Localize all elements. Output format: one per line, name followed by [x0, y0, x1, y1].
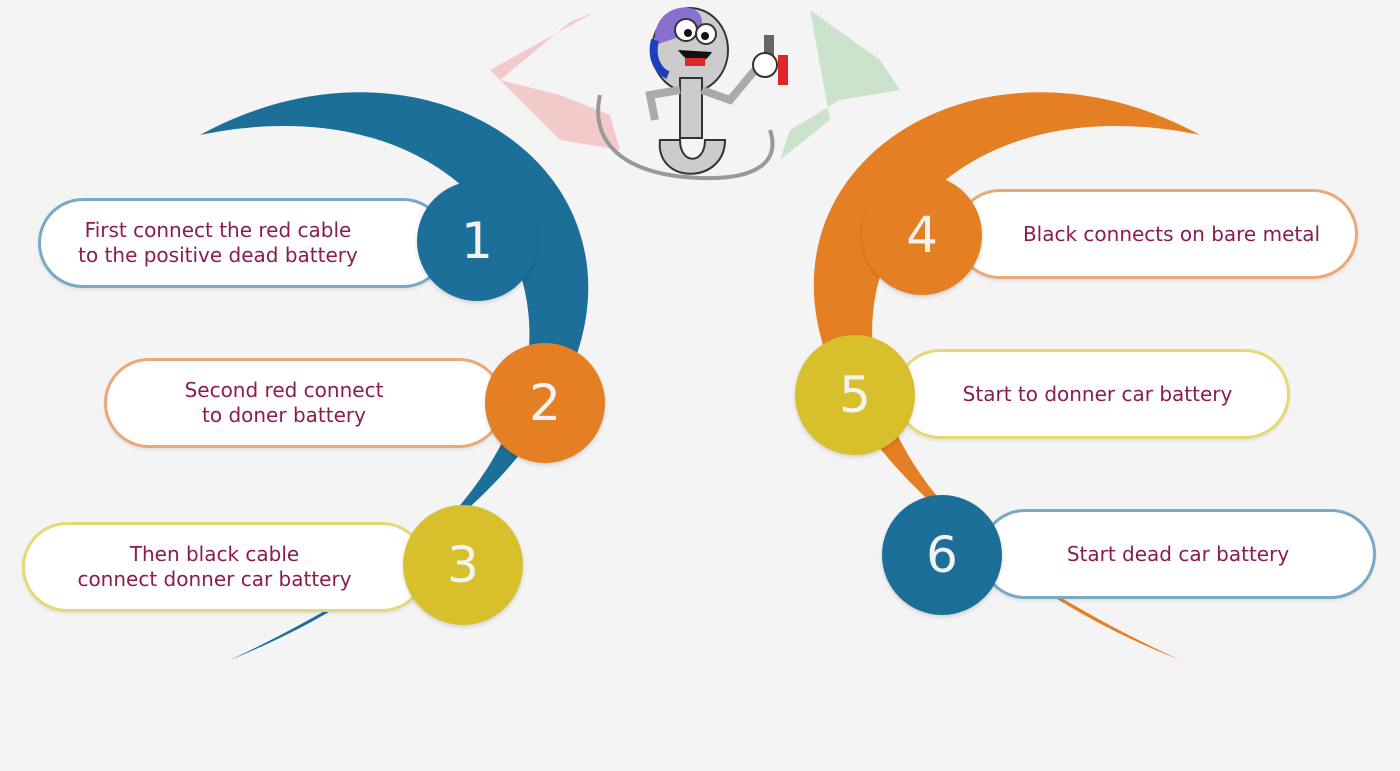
step-6-number-badge: 6 [882, 495, 1002, 615]
step-5-text-line: Start to donner car battery [962, 381, 1233, 406]
step-1-number-badge: 1 [417, 181, 537, 301]
green-car-silhouette [780, 10, 900, 160]
red-car-silhouette [490, 12, 620, 150]
step-5-number-badge: 5 [795, 335, 915, 455]
step-4-number-badge: 4 [862, 175, 982, 295]
step-3-text-line: Then black cable [129, 542, 300, 566]
step-2-text-line: Second red connect [184, 378, 384, 402]
robot-mascot [596, 7, 788, 181]
step-3-number-badge: 3 [403, 505, 523, 625]
step-1-text-line: to the positive dead battery [78, 243, 358, 267]
step-3-text-line: connect donner car battery [77, 567, 352, 591]
step-4-text-line: Black connects on bare metal [1022, 221, 1321, 246]
step-2-text-line: to doner battery [202, 403, 366, 427]
step-6-card: Start dead car battery [980, 509, 1376, 599]
step-5-card: Start to donner car battery [895, 349, 1290, 439]
step-2-number-badge: 2 [485, 343, 605, 463]
step-6-text-line: Start dead car battery [1066, 541, 1290, 566]
step-4-card: Black connects on bare metal [955, 189, 1358, 279]
step-1-text-line: First connect the red cable [84, 218, 352, 242]
